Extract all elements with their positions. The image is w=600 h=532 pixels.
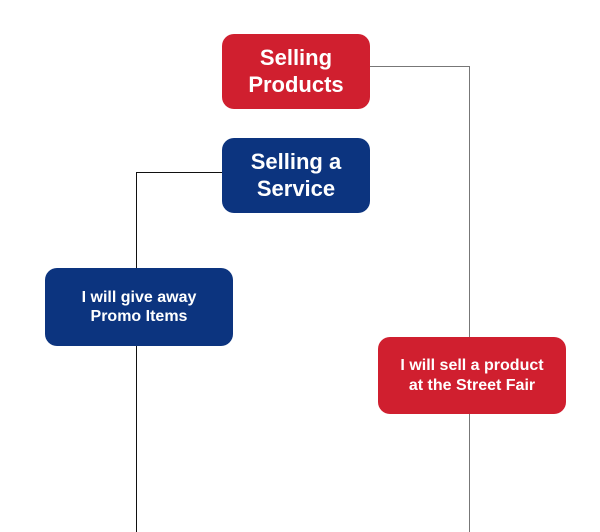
connector-service-v	[136, 172, 137, 268]
node-street-fair: I will sell a product at the Street Fair	[378, 337, 566, 414]
connector-streetfair-v	[469, 414, 470, 532]
node-selling-service: Selling a Service	[222, 138, 370, 213]
connector-service-h	[136, 172, 222, 173]
connector-products-v	[469, 66, 470, 337]
node-selling-products: Selling Products	[222, 34, 370, 109]
connector-promo-v	[136, 346, 137, 532]
connector-products-h	[370, 66, 470, 67]
node-promo-items: I will give away Promo Items	[45, 268, 233, 346]
